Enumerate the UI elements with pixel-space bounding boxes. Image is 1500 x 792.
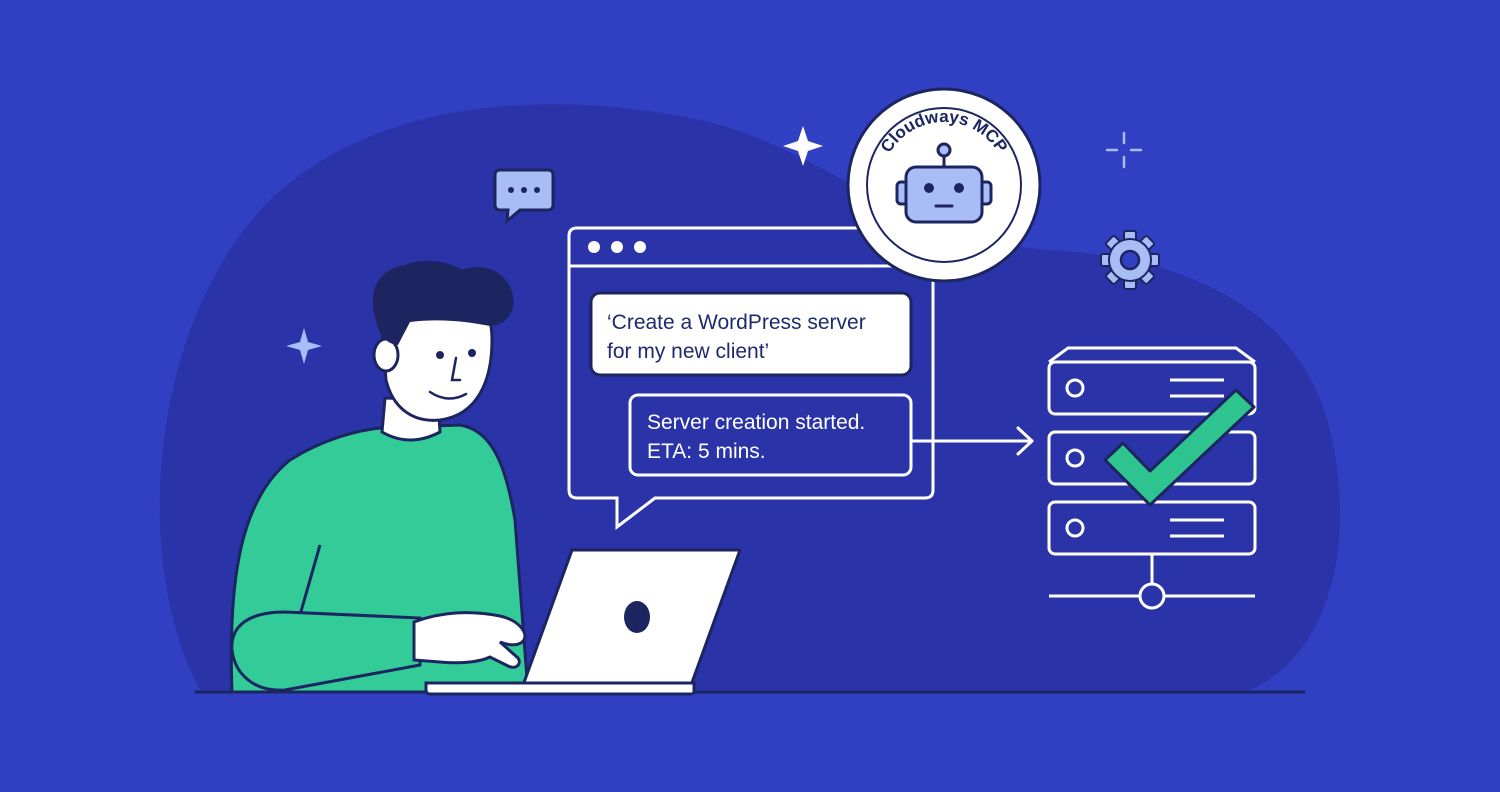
person-hand bbox=[412, 611, 527, 669]
checkmark-icon bbox=[1103, 388, 1256, 507]
assistant-reply-bubble: Server creation started. ETA: 5 mins. bbox=[628, 393, 913, 477]
user-prompt-line2: for my new client’ bbox=[607, 340, 769, 363]
sparkle-icon bbox=[783, 126, 823, 166]
arrow-icon bbox=[909, 426, 1034, 456]
sparkle-icon bbox=[1105, 131, 1143, 169]
laptop-base bbox=[424, 681, 696, 696]
window-dot bbox=[588, 241, 600, 253]
window-dot bbox=[634, 241, 646, 253]
server-stack-icon bbox=[1047, 346, 1257, 610]
user-prompt-line1: ‘Create a WordPress server bbox=[607, 311, 866, 334]
window-dot bbox=[611, 241, 623, 253]
gear-icon bbox=[1100, 230, 1160, 290]
cloudways-mcp-badge: Cloudways MCP bbox=[846, 87, 1042, 283]
reply-line2: ETA: 5 mins. bbox=[647, 440, 766, 463]
laptop-logo bbox=[624, 601, 650, 633]
robot-icon bbox=[895, 142, 993, 224]
reply-line1: Server creation started. bbox=[647, 411, 865, 434]
user-prompt-bubble: ‘Create a WordPress server for my new cl… bbox=[589, 291, 913, 377]
laptop-icon bbox=[424, 548, 742, 696]
sparkle-icon bbox=[286, 328, 322, 364]
person-hair bbox=[372, 260, 514, 345]
person-illustration bbox=[229, 260, 530, 694]
speech-bubble-icon bbox=[493, 168, 555, 225]
